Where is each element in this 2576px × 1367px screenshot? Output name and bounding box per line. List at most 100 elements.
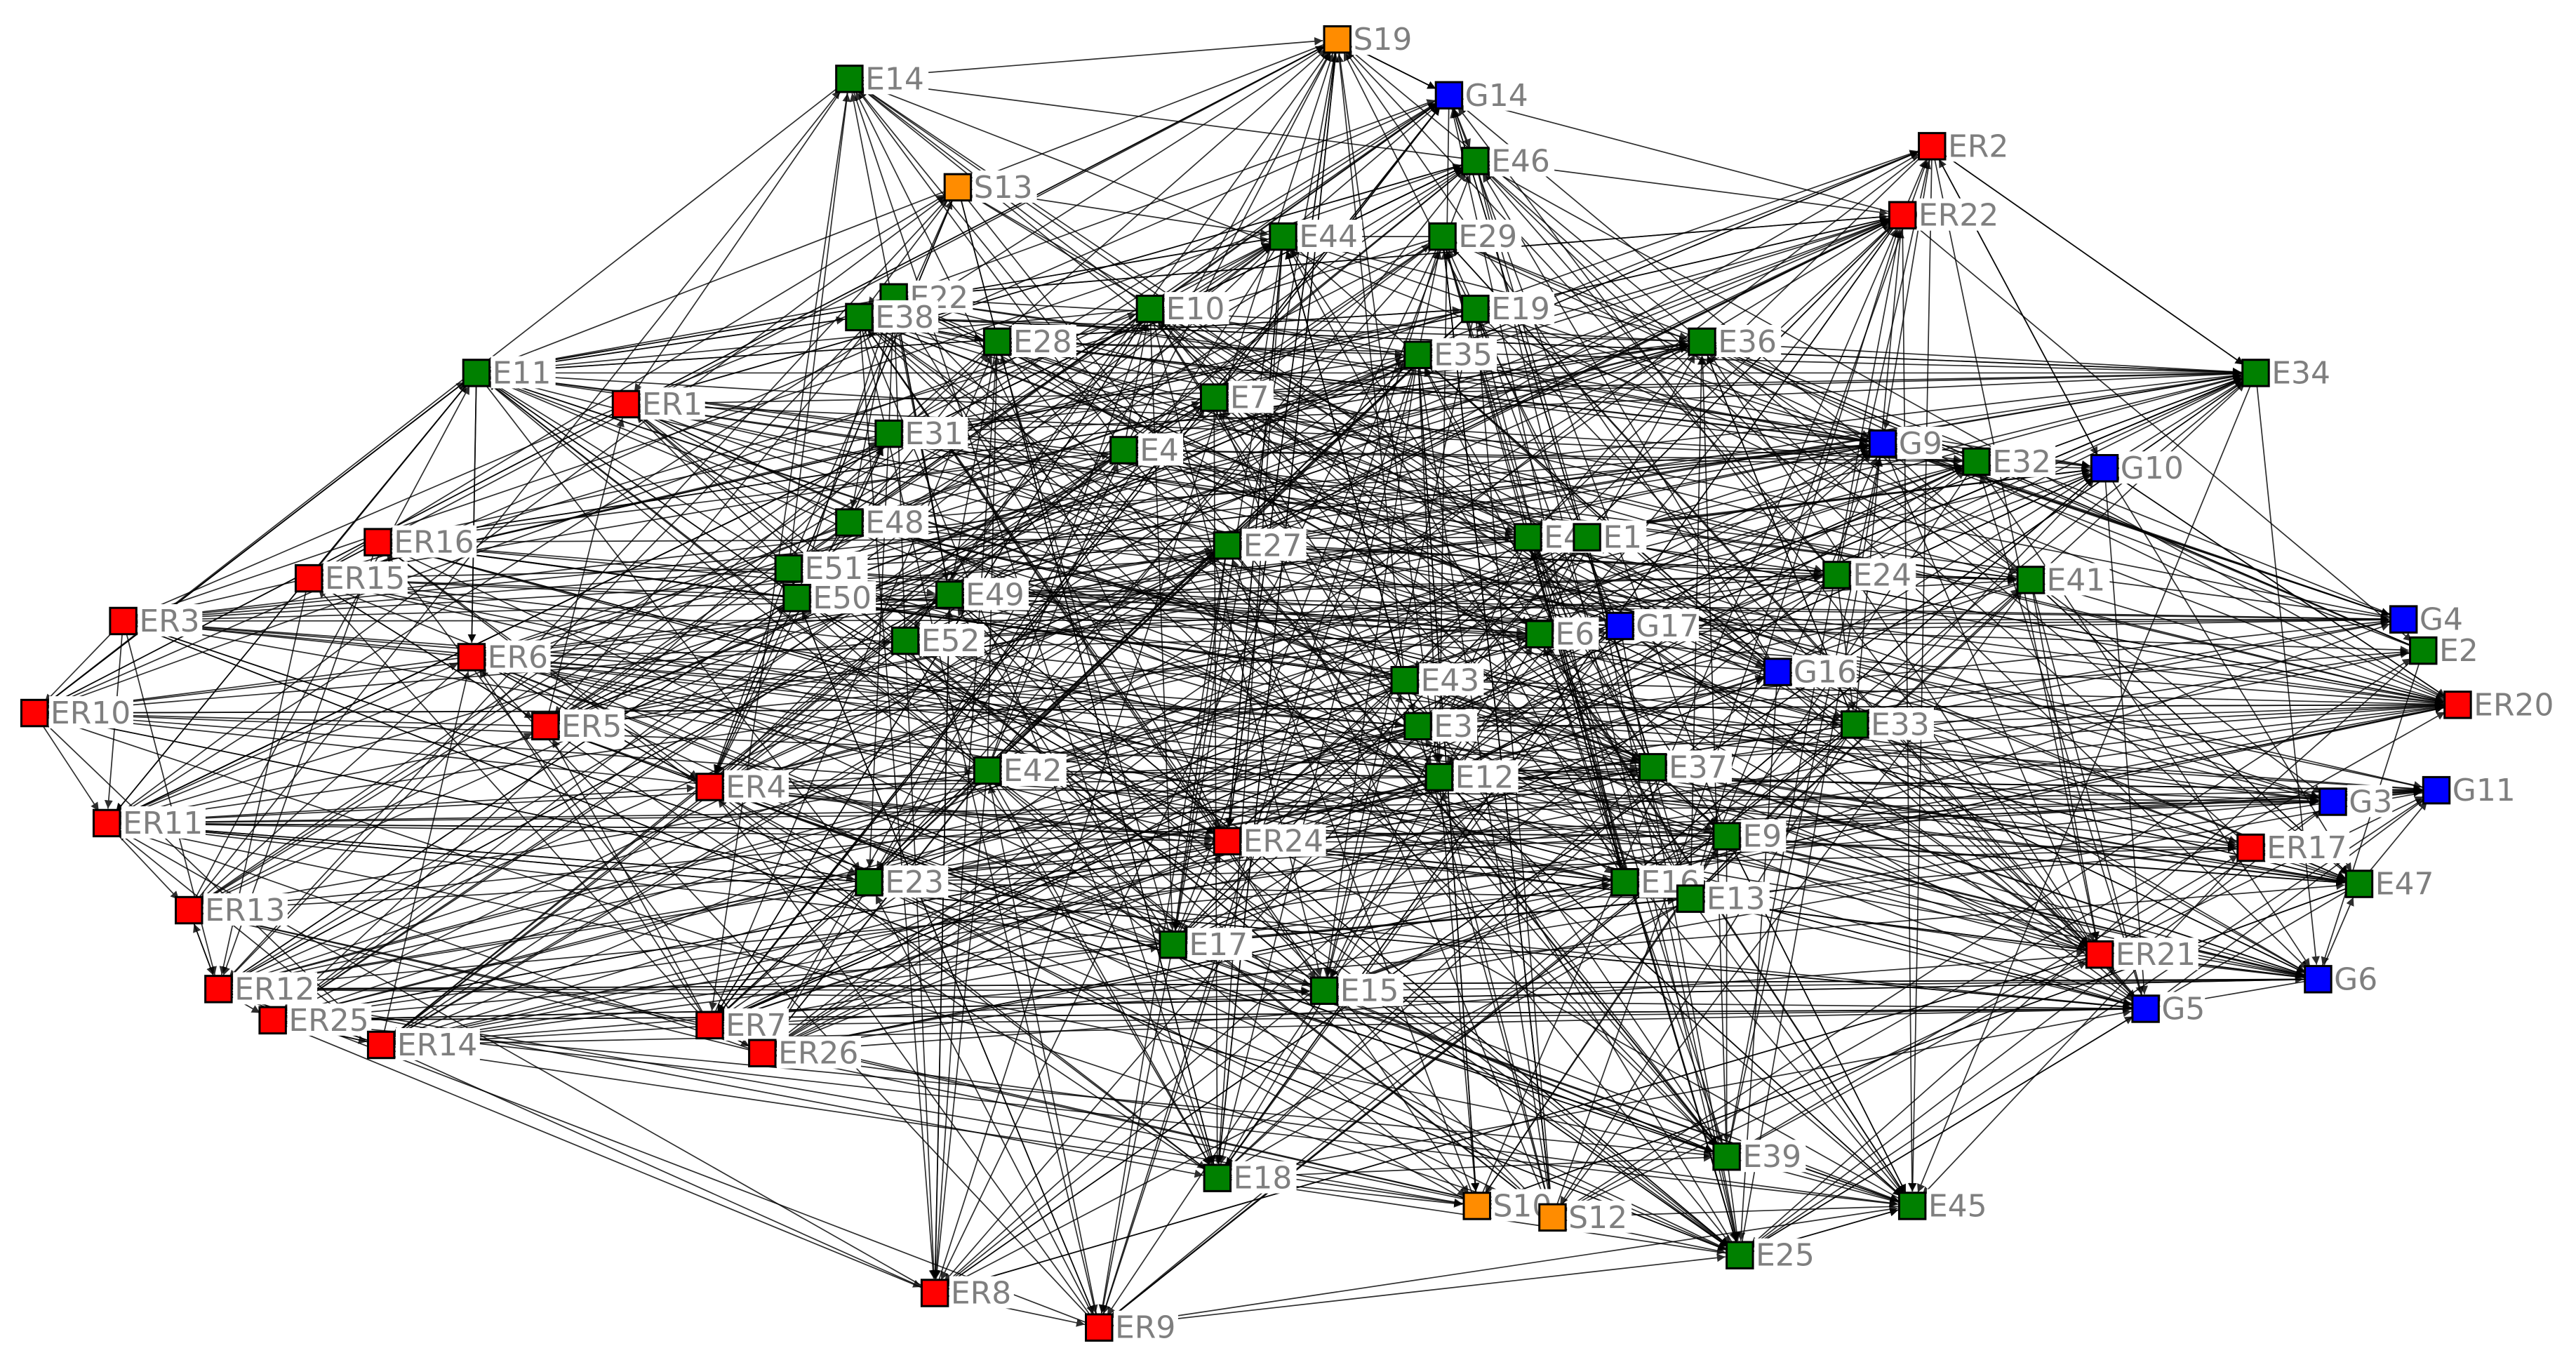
node-e31[interactable]: E31	[874, 416, 968, 452]
node-e11[interactable]: E11	[462, 355, 556, 391]
node-marker[interactable]	[2422, 775, 2451, 805]
node-marker[interactable]	[1639, 753, 1667, 782]
node-marker[interactable]	[835, 508, 864, 537]
node-marker[interactable]	[874, 419, 903, 448]
node-marker[interactable]	[2085, 940, 2114, 969]
node-marker[interactable]	[920, 1279, 949, 1307]
node-marker[interactable]	[2241, 359, 2270, 387]
node-marker[interactable]	[695, 773, 724, 801]
node-marker[interactable]	[2090, 454, 2119, 483]
node-marker[interactable]	[1403, 712, 1432, 741]
node-e46[interactable]: E46	[1461, 143, 1555, 179]
node-marker[interactable]	[855, 867, 883, 897]
node-er22[interactable]: ER22	[1888, 198, 2001, 234]
node-marker[interactable]	[294, 564, 323, 593]
node-e29[interactable]: E29	[1428, 219, 1522, 255]
node-marker[interactable]	[175, 895, 203, 925]
node-e36[interactable]: E36	[1688, 324, 1782, 360]
node-er9[interactable]: ER9	[1085, 1310, 1178, 1346]
node-marker[interactable]	[1962, 447, 1991, 476]
node-marker[interactable]	[943, 173, 973, 202]
node-marker[interactable]	[782, 583, 811, 613]
node-marker[interactable]	[1514, 523, 1542, 552]
node-marker[interactable]	[748, 1039, 777, 1067]
node-e18[interactable]: E18	[1203, 1161, 1297, 1196]
node-marker[interactable]	[2389, 605, 2418, 634]
node-g3[interactable]: G3	[2318, 785, 2393, 820]
node-marker[interactable]	[1822, 561, 1851, 589]
node-s12[interactable]: S12	[1538, 1200, 1632, 1236]
node-marker[interactable]	[1199, 383, 1229, 412]
node-marker[interactable]	[1610, 867, 1639, 897]
node-marker[interactable]	[531, 712, 560, 741]
node-marker[interactable]	[835, 65, 864, 93]
node-e49[interactable]: E49	[935, 578, 1029, 613]
node-er26[interactable]: ER26	[748, 1036, 862, 1072]
node-e14[interactable]: E14	[835, 61, 929, 97]
node-marker[interactable]	[109, 606, 138, 636]
node-marker[interactable]	[935, 580, 964, 609]
node-er1[interactable]: ER1	[611, 387, 705, 422]
node-e50[interactable]: E50	[782, 580, 876, 616]
node-marker[interactable]	[1688, 327, 1716, 356]
node-e43[interactable]: E43	[1390, 662, 1484, 698]
node-er25[interactable]: ER25	[258, 1003, 372, 1039]
node-e9[interactable]: E9	[1712, 819, 1787, 855]
node-e44[interactable]: E44	[1269, 219, 1363, 255]
node-marker[interactable]	[1712, 822, 1741, 851]
node-marker[interactable]	[1109, 436, 1138, 465]
node-marker[interactable]	[1461, 147, 1490, 175]
node-marker[interactable]	[1434, 81, 1464, 110]
node-g10[interactable]: G10	[2090, 451, 2184, 486]
node-marker[interactable]	[1309, 976, 1339, 1005]
node-marker[interactable]	[1606, 611, 1634, 641]
node-marker[interactable]	[20, 698, 49, 728]
node-marker[interactable]	[1203, 1163, 1232, 1192]
node-marker[interactable]	[611, 389, 641, 419]
node-marker[interactable]	[1888, 201, 1917, 229]
node-e23[interactable]: E23	[855, 865, 949, 900]
node-e7[interactable]: E7	[1199, 380, 1274, 416]
node-g4[interactable]: G4	[2389, 602, 2463, 638]
node-e42[interactable]: E42	[973, 753, 1067, 789]
node-marker[interactable]	[457, 643, 486, 672]
node-marker[interactable]	[973, 756, 1002, 785]
node-marker[interactable]	[2344, 869, 2374, 898]
node-marker[interactable]	[1213, 531, 1242, 560]
node-e38[interactable]: E38	[845, 300, 939, 335]
node-er24[interactable]: ER24	[1213, 824, 1326, 860]
node-e48[interactable]: E48	[835, 505, 929, 541]
node-e27[interactable]: E27	[1213, 528, 1307, 564]
node-marker[interactable]	[1462, 1192, 1491, 1220]
node-marker[interactable]	[366, 1030, 396, 1060]
node-e33[interactable]: E33	[1840, 707, 1934, 742]
node-e13[interactable]: E13	[1676, 881, 1770, 917]
node-e34[interactable]: E34	[2241, 355, 2335, 391]
node-marker[interactable]	[363, 528, 392, 556]
node-er16[interactable]: ER16	[363, 525, 477, 561]
node-s13[interactable]: S13	[943, 170, 1037, 206]
node-marker[interactable]	[1085, 1313, 1114, 1342]
node-e45[interactable]: E45	[1897, 1188, 1991, 1224]
node-e41[interactable]: E41	[2016, 562, 2110, 598]
node-marker[interactable]	[1726, 1241, 1754, 1269]
node-g16[interactable]: G16	[1763, 655, 1857, 691]
node-er5[interactable]: ER5	[531, 709, 625, 745]
node-er17[interactable]: ER17	[2236, 830, 2350, 866]
node-marker[interactable]	[1918, 132, 1947, 161]
node-e3[interactable]: E3	[1403, 709, 1478, 745]
node-marker[interactable]	[2318, 787, 2347, 816]
node-marker[interactable]	[1159, 930, 1187, 959]
node-er12[interactable]: ER12	[204, 971, 318, 1007]
node-marker[interactable]	[2131, 994, 2160, 1023]
node-marker[interactable]	[1461, 294, 1490, 324]
node-s19[interactable]: S19	[1323, 22, 1417, 58]
node-er20[interactable]: ER20	[2443, 687, 2557, 723]
node-e17[interactable]: E17	[1159, 927, 1253, 963]
node-marker[interactable]	[1428, 222, 1457, 251]
node-marker[interactable]	[890, 626, 920, 655]
node-marker[interactable]	[1763, 658, 1792, 686]
node-marker[interactable]	[2304, 965, 2333, 994]
node-er10[interactable]: ER10	[20, 695, 133, 731]
node-marker[interactable]	[1712, 1142, 1741, 1171]
